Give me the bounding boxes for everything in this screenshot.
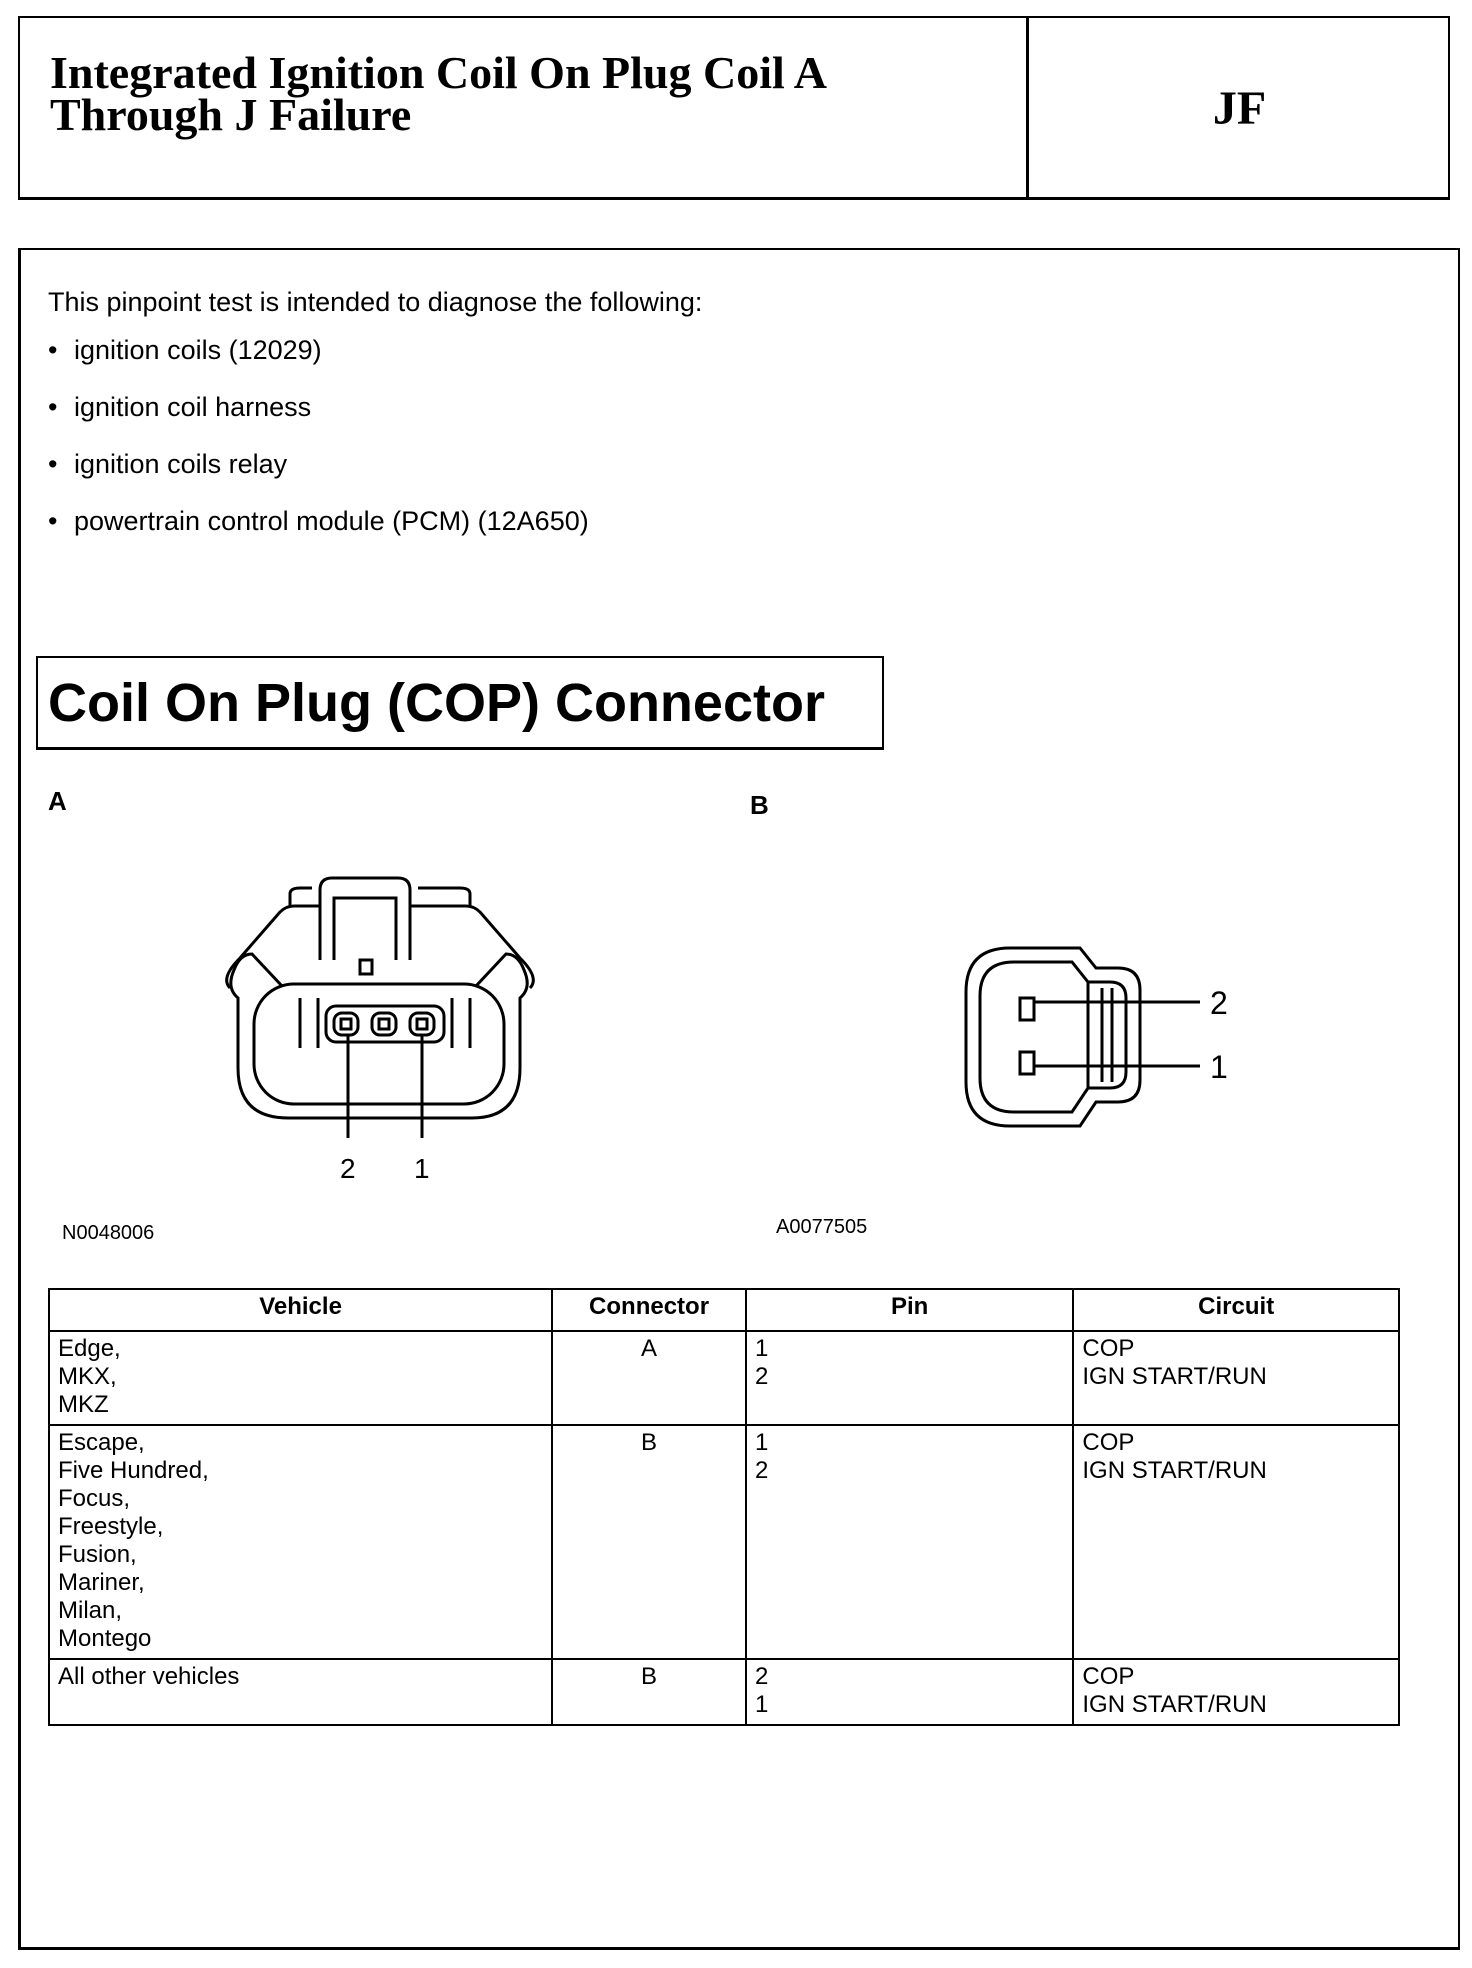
connector-b-pin-label-2: 2 [1210, 985, 1228, 1021]
pin-number: 2 [754, 1363, 769, 1390]
figure-a-label: A [48, 786, 67, 816]
header-box [18, 16, 1450, 200]
list-item: ignition coil harness [48, 389, 589, 446]
figure-b-label: B [750, 790, 769, 820]
vehicle-name: Five Hundred, [58, 1457, 209, 1484]
circuit-name: COP [1082, 1663, 1135, 1690]
circuit-name: COP [1082, 1429, 1135, 1456]
column-header-circuit: Circuit [1072, 1288, 1400, 1332]
test-code: JF [1212, 81, 1267, 135]
connector-cell: A [551, 1330, 747, 1426]
column-header-connector: Connector [551, 1288, 747, 1332]
connector-a-pin-label-2: 2 [340, 1153, 356, 1184]
main-content-box [18, 248, 1460, 1950]
vehicle-name: Fusion, [58, 1541, 137, 1568]
column-header-vehicle: Vehicle [47, 1288, 554, 1332]
vehicle-name: MKX, [58, 1363, 117, 1390]
pin-cell: 1 2 [744, 1424, 1075, 1660]
vehicle-name: Escape, [58, 1429, 145, 1456]
list-item: ignition coils (12029) [48, 332, 589, 389]
figure-a-id: N0048006 [62, 1222, 155, 1244]
header-divider [1026, 16, 1029, 200]
pin-number: 1 [754, 1691, 769, 1718]
connector-b-diagram: 2 1 [964, 946, 1228, 1128]
vehicle-name: Montego [58, 1625, 152, 1652]
connector-b-pin-label-1: 1 [1210, 1049, 1228, 1085]
vehicle-name: Edge, [58, 1335, 121, 1362]
table-row: All other vehicles B 2 1 COP IGN START/R… [47, 1658, 1400, 1726]
table-header-row: Vehicle Connector Pin Circuit [47, 1288, 1400, 1332]
table-row: Escape, Five Hundred, Focus, Freestyle, … [47, 1424, 1400, 1660]
pin-table: Vehicle Connector Pin Circuit Edge, MKX,… [47, 1288, 1400, 1726]
circuit-cell: COP IGN START/RUN [1072, 1424, 1400, 1660]
pin-cell: 1 2 [744, 1330, 1075, 1426]
table-row: Edge, MKX, MKZ A 1 2 COP IGN START/RUN [47, 1330, 1400, 1426]
circuit-name: COP [1082, 1335, 1135, 1362]
circuit-name: IGN START/RUN [1082, 1691, 1267, 1718]
circuit-name: IGN START/RUN [1082, 1457, 1267, 1484]
list-item: powertrain control module (PCM) (12A650) [48, 503, 589, 560]
vehicle-name: Milan, [58, 1597, 123, 1624]
intro-text: This pinpoint test is intended to diagno… [48, 287, 703, 317]
circuit-cell: COP IGN START/RUN [1072, 1330, 1400, 1426]
pin-cell: 2 1 [744, 1658, 1075, 1726]
circuit-cell: COP IGN START/RUN [1072, 1658, 1400, 1726]
vehicle-cell: Edge, MKX, MKZ [47, 1330, 554, 1426]
connector-cell: B [551, 1424, 747, 1660]
vehicle-name: Mariner, [58, 1569, 145, 1596]
page-title: Integrated Ignition Coil On Plug Coil A … [50, 47, 825, 140]
pin-number: 1 [754, 1335, 769, 1362]
figure-b-id: A0077505 [776, 1216, 868, 1238]
list-item: ignition coils relay [48, 446, 589, 503]
vehicle-cell: Escape, Five Hundred, Focus, Freestyle, … [47, 1424, 554, 1660]
connector-cell: B [551, 1658, 747, 1726]
pin-number: 2 [754, 1663, 769, 1690]
vehicle-cell: All other vehicles [47, 1658, 554, 1726]
vehicle-name: All other vehicles [58, 1663, 240, 1690]
vehicle-name: Focus, [58, 1485, 131, 1512]
pin-number: 2 [754, 1457, 769, 1484]
connector-a-pin-label-1: 1 [414, 1153, 430, 1184]
circuit-name: IGN START/RUN [1082, 1363, 1267, 1390]
vehicle-name: MKZ [58, 1391, 109, 1418]
column-header-pin: Pin [744, 1288, 1075, 1332]
pin-number: 1 [754, 1429, 769, 1456]
section-title-box: Coil On Plug (COP) Connector [36, 656, 884, 750]
vehicle-name: Freestyle, [58, 1513, 164, 1540]
header-code-area: JF [18, 16, 1450, 200]
section-title: Coil On Plug (COP) Connector [48, 672, 825, 733]
diagnose-list: ignition coils (12029) ignition coil har… [48, 332, 589, 560]
connector-a-diagram: 2 1 [225, 876, 535, 1184]
